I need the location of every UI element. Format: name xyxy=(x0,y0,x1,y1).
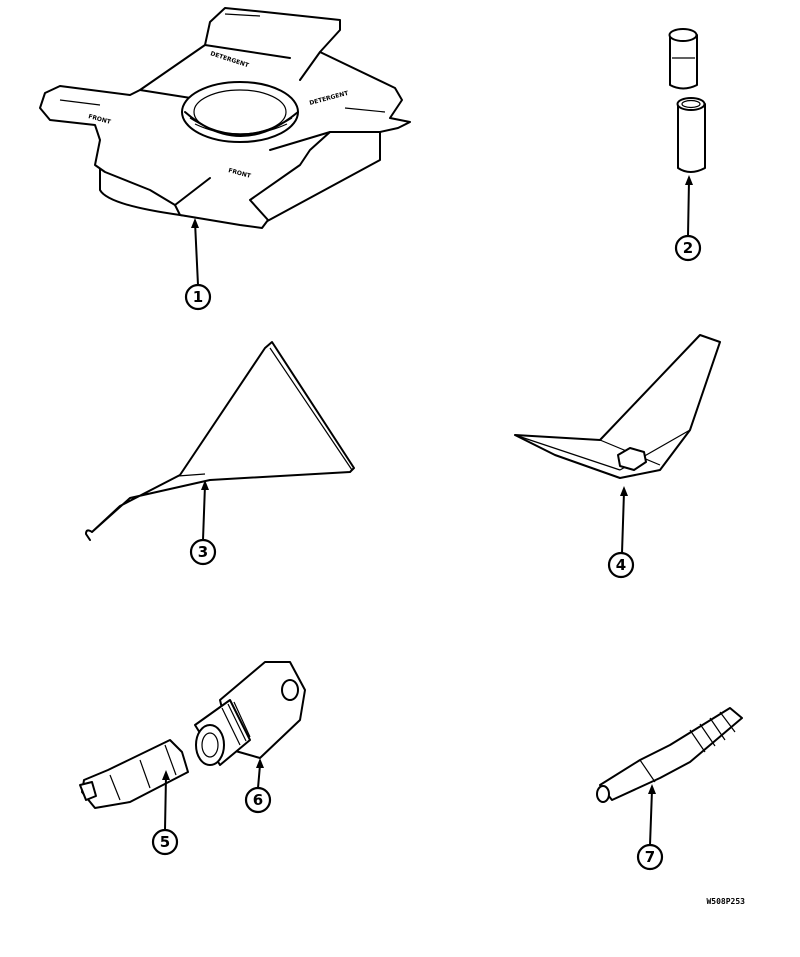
svg-text:7: 7 xyxy=(645,848,655,866)
knurled-pin-drawing xyxy=(596,707,743,846)
svg-text:3: 3 xyxy=(198,543,208,561)
driver-sleeves-drawing xyxy=(668,28,706,237)
svg-text:2: 2 xyxy=(683,239,693,257)
callout-5: 5 xyxy=(151,828,179,856)
wire-hook-drawing xyxy=(85,341,355,541)
svg-text:1: 1 xyxy=(193,288,203,306)
svg-text:4: 4 xyxy=(616,556,626,574)
socket-adapter-drawing xyxy=(194,661,306,789)
callout-2: 2 xyxy=(674,234,702,262)
hex-plate-drawing xyxy=(514,334,721,554)
figure-id: W508P253 xyxy=(706,897,745,906)
callout-6: 6 xyxy=(244,786,272,814)
torx-bit-drawing xyxy=(79,739,189,831)
callout-3: 3 xyxy=(189,538,217,566)
callout-4: 4 xyxy=(607,551,635,579)
callout-7: 7 xyxy=(636,843,664,871)
holding-fixture-drawing: DETERGENT DETERGENT FRONT FRONT xyxy=(39,7,411,286)
svg-text:5: 5 xyxy=(160,833,170,851)
svg-text:6: 6 xyxy=(253,791,263,809)
callout-1: 1 xyxy=(184,283,212,311)
